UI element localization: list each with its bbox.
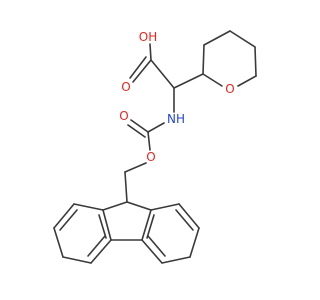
bond-thp-5 [237,75,257,87]
bond-lb-3 [62,256,92,264]
bond-carbamate-o-double-2 [127,124,146,138]
bond-nh-carbamate [147,122,165,133]
bond-lb-2 [90,239,112,264]
bond-thp-6 [202,73,223,87]
bond-lb-4 [53,227,64,258]
bond-thp-2 [203,30,231,46]
bond-layer [53,30,257,264]
bond-thp-4 [254,46,257,77]
bond-thp-1 [202,44,205,75]
bond-rb-inner-2 [175,209,194,231]
atom-o-carbamate-carbonyl: O [119,109,128,123]
bond-rb-1 [141,209,152,241]
bond-rb-inner-3 [146,214,155,239]
bond-lb-5 [53,203,75,229]
bond-o-ch2 [124,162,147,173]
bond-lb-inner-3 [98,214,107,239]
structure-canvas: OH O NH O O O [53,30,257,264]
bond-rb-2 [141,239,163,264]
bond-flu-c9-c9a [102,201,128,211]
bond-c-o-double-1 [132,59,152,83]
bond-lb-inner-1 [87,235,106,257]
bond-flu-c9-c8a [126,201,152,211]
bond-c-o-double-2 [129,56,147,79]
bond-c-oh [149,43,152,61]
bond-rb-6 [150,203,180,211]
bond-carbamate-o-double-1 [130,119,149,133]
bond-rb-inner-1 [147,235,166,257]
atom-o-ring: O [225,82,234,96]
atom-o-acid-carbonyl: O [121,80,130,94]
bond-alpha-ringc [173,73,204,89]
bond-rb-3 [161,256,191,264]
bond-lb-1 [102,209,112,241]
bond-acid-alpha [150,59,175,89]
bond-rb-4 [189,227,200,258]
bond-lb-6 [73,203,104,211]
bond-carbamate-o-ester [147,131,151,151]
atom-oh: OH [139,30,157,44]
bond-ch2-c9 [124,171,128,203]
atom-o-carbamate-ester: O [146,150,155,164]
atom-nh: NH [167,112,185,126]
atom-label-layer: OH O NH O O O [119,30,234,164]
bond-lb-inner-2 [59,209,78,231]
bond-rb-5 [178,203,200,229]
bond-thp-3 [229,30,256,48]
molecule-diagram: OH O NH O O O [53,30,257,264]
